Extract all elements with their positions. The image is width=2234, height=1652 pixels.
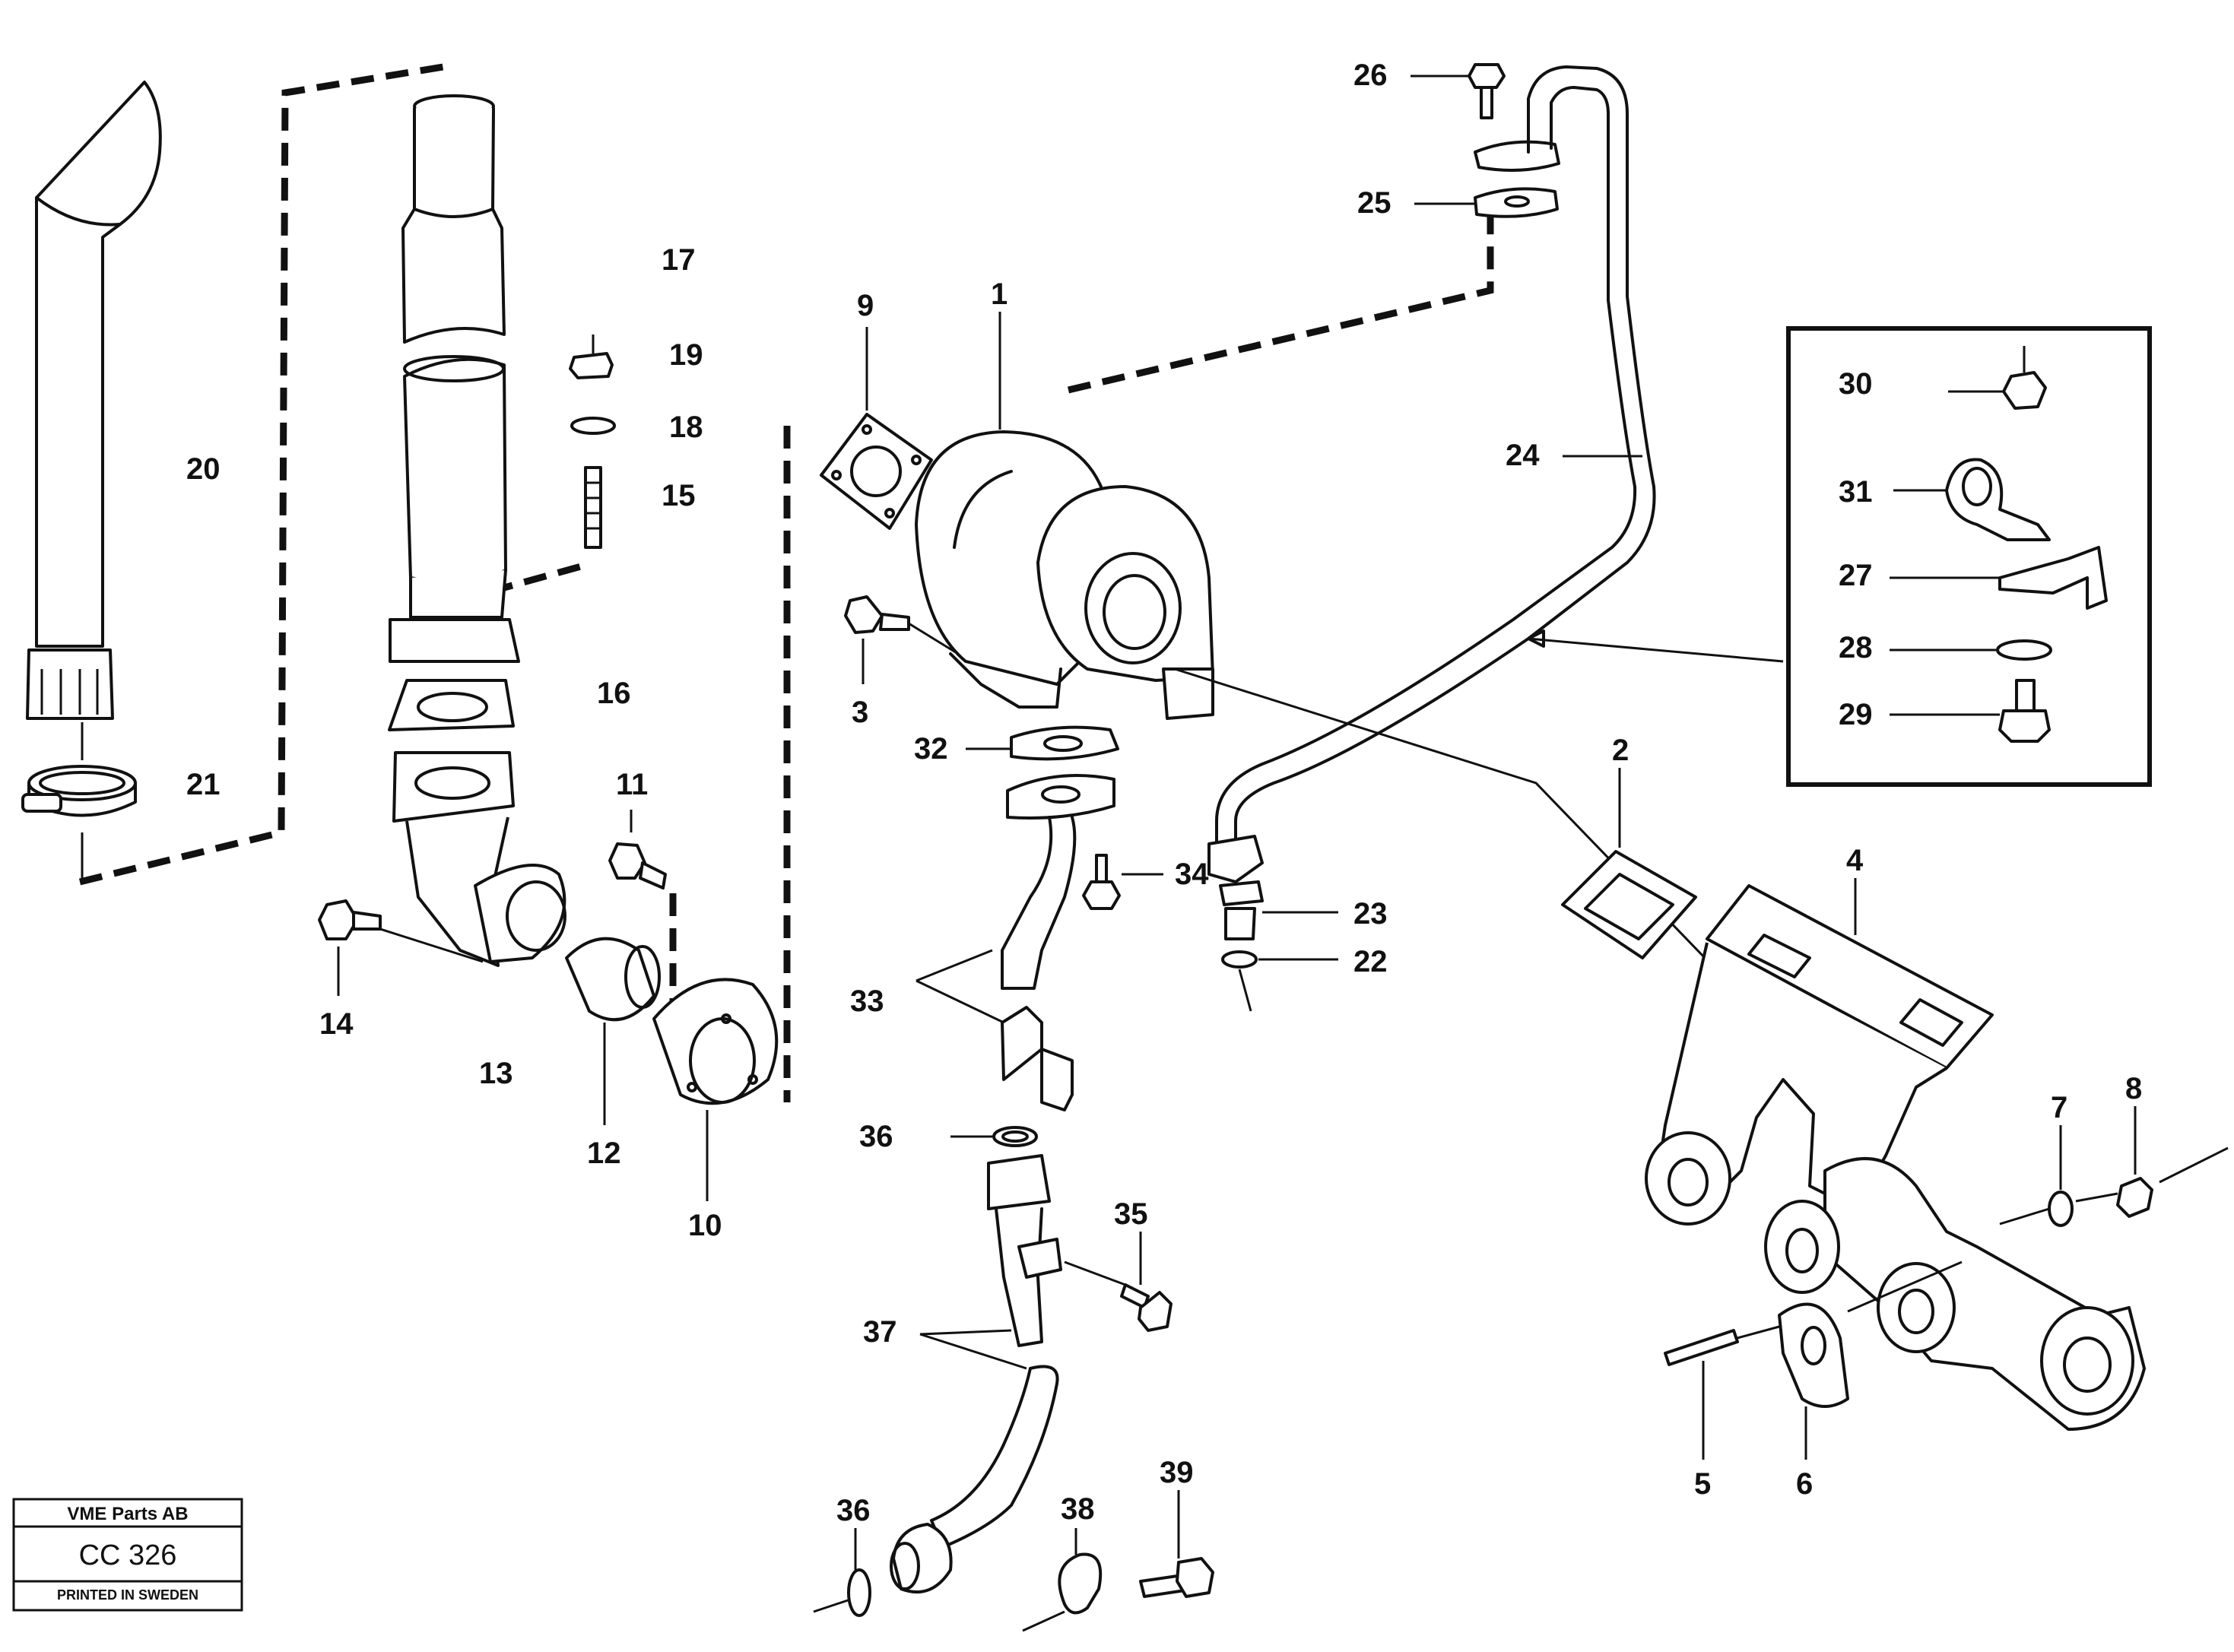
part-label-25: 25 [1357,186,1391,220]
part-label-21: 21 [186,768,221,801]
washer-part-22 [1221,950,1338,1012]
part-label-33: 33 [850,985,884,1018]
part-label-18: 18 [669,411,703,444]
exhaust-stack-part-20 [26,81,162,760]
part-label-9: 9 [857,289,874,322]
part-label-15: 15 [662,479,696,512]
part-label-5: 5 [1694,1467,1711,1501]
part-label-2: 2 [1612,734,1629,767]
exhaust-manifold-part-4 [1645,878,2146,1431]
part-label-4: 4 [1846,844,1864,877]
part-label-38: 38 [1061,1492,1095,1526]
part-label-19: 19 [669,338,703,372]
part-label-20: 20 [186,452,221,486]
o-ring-part-36-upper [950,1126,1038,1147]
bolt-part-11 [608,810,667,889]
gasket-part-25 [1414,187,1559,218]
publisher-stamp: VME Parts AB CC 326 PRINTED IN SWEDEN [12,1498,243,1612]
lower-pipe-part-37 [890,1154,1062,1594]
part-label-26: 26 [1353,59,1388,92]
flange-gasket-part-16 [388,618,520,731]
part-label-10: 10 [688,1209,722,1242]
part-label-14: 14 [319,1007,354,1041]
stud-part-5 [1664,1329,1739,1460]
nut-washer-stud-parts-19-18-15 [569,335,616,549]
bolt-part-34 [1082,854,1163,910]
part-label-8: 8 [2125,1072,2142,1105]
part-label-17: 17 [662,243,696,277]
pipe-sections-part-17 [401,94,507,619]
gasket-part-9 [820,327,933,530]
part-label-24: 24 [1506,439,1540,472]
part-label-16: 16 [597,677,631,710]
part-label-22: 22 [1353,945,1388,978]
stamp-printed: PRINTED IN SWEDEN [57,1587,198,1603]
part-label-6: 6 [1796,1467,1813,1501]
part-label-32: 32 [914,732,948,766]
part-label-29: 29 [1839,698,1873,731]
part-label-28: 28 [1839,631,1873,664]
stamp-company: VME Parts AB [67,1504,188,1524]
part-label-39: 39 [1160,1456,1194,1489]
part-label-1: 1 [991,277,1008,311]
part-label-23: 23 [1353,897,1388,931]
union-part-23 [1207,835,1338,940]
clamp-part-21 [21,765,137,882]
o-ring-part-36-lower [813,1528,871,1617]
part-label-13: 13 [479,1057,513,1090]
nut-part-8 [1999,1106,2229,1226]
inset-detail-box [1786,326,2152,787]
gasket-part-6 [1737,1260,1963,1460]
gasket-part-2 [1561,768,1697,959]
turbocharger-part-1 [915,312,1214,720]
part-label-3: 3 [852,696,868,729]
part-label-7: 7 [2051,1091,2067,1124]
washer-part-7 [2048,1125,2074,1227]
bolt-part-35 [1064,1232,1173,1332]
part-label-36-lower: 36 [836,1494,871,1527]
part-label-36-upper: 36 [859,1120,893,1153]
banjo-bolt-part-26 [1411,63,1560,172]
clip-part-38 [1022,1528,1103,1632]
part-label-11: 11 [616,768,648,801]
part-label-31: 31 [1839,475,1873,509]
part-label-12: 12 [587,1137,621,1170]
stamp-code: CC 326 [79,1539,177,1571]
part-label-37: 37 [863,1315,897,1349]
elbow-part-13 [392,751,566,967]
sleeve-part-12 [565,937,661,1125]
flange-plate-part-10 [652,978,779,1201]
bolt-part-3 [844,595,959,684]
oil-return-pipe-part-33 [915,816,1077,1111]
bolt-part-39 [1139,1490,1214,1598]
part-label-34: 34 [1175,858,1209,891]
part-labels: 1 2 3 4 5 6 7 8 9 10 11 12 13 14 15 16 1… [186,59,2142,1527]
bolt-part-14 [318,899,484,996]
gaskets-part-32 [966,725,1119,820]
part-label-35: 35 [1114,1197,1148,1231]
part-label-30: 30 [1839,367,1873,401]
assembly-dashed-lines [78,62,1494,1102]
part-label-27: 27 [1839,559,1873,592]
